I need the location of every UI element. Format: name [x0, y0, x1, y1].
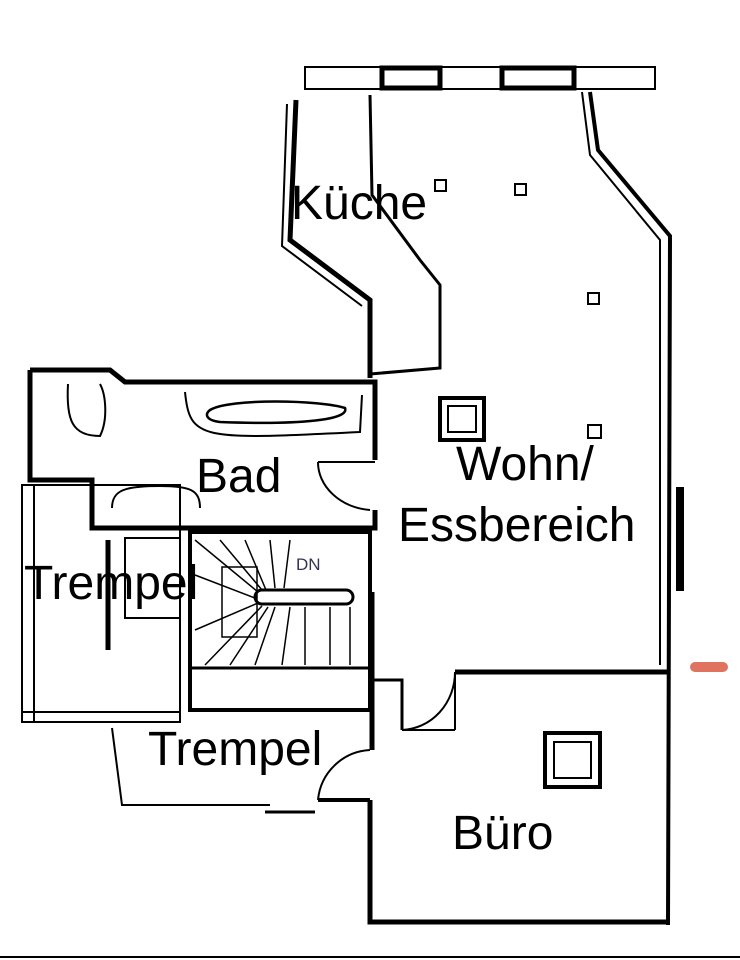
skylight-inner [447, 405, 477, 433]
bathtub-inner [205, 400, 347, 425]
column-marker [587, 292, 600, 305]
trempel-bottom-wall [111, 727, 270, 806]
top-window-wall [304, 66, 656, 90]
skylight-inner [553, 741, 592, 779]
stair-direction-label: DN [296, 555, 321, 574]
room-label-trempel-bottom: Trempel [148, 723, 323, 776]
bathtub [184, 391, 363, 437]
room-label-wohn: Wohn/ [456, 438, 594, 491]
trempel-door [317, 749, 371, 801]
window [499, 65, 577, 91]
buero-wall [372, 678, 404, 730]
column-marker [434, 179, 447, 192]
bath-wall [27, 370, 378, 531]
room-label-kueche: Küche [291, 177, 428, 230]
outer-wall-right-inner [581, 91, 661, 665]
skylight [543, 731, 602, 789]
kitchen-counter [368, 94, 442, 376]
column-marker [587, 424, 602, 439]
red-marker [690, 662, 728, 672]
room-label-trempel-left: Trempel [24, 557, 199, 610]
stair-handrail [253, 588, 355, 606]
outer-wall-bottom [367, 800, 668, 925]
buero-door [401, 671, 456, 731]
kitchen-wall [287, 99, 373, 378]
bath-door [316, 461, 375, 511]
skylight [438, 396, 486, 442]
bath-wall [30, 367, 378, 460]
window [379, 65, 443, 91]
exterior-element [676, 487, 684, 591]
room-label-bad: Bad [196, 450, 282, 503]
kitchen-wall-inner [280, 103, 363, 307]
column-marker [514, 183, 527, 196]
chimney [124, 537, 181, 619]
outer-wall-right [588, 91, 673, 926]
toilet [66, 383, 107, 438]
sink [111, 484, 201, 509]
room-label-essbereich: Essbereich [398, 499, 636, 552]
room-label-buero: Büro [452, 807, 554, 860]
